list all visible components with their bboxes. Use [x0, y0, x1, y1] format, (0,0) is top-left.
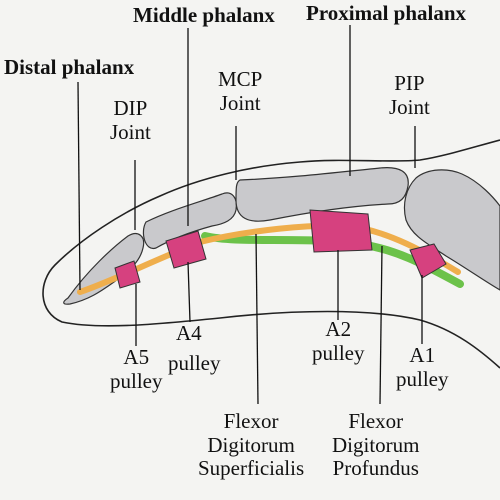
label-fds-line2: Digitorum — [207, 432, 295, 457]
label-a5-pulley: A5 pulley — [110, 345, 163, 393]
label-fdp: Flexor Digitorum Profundus — [332, 409, 420, 481]
distal-phalanx-bone — [63, 233, 145, 305]
leader-fds — [255, 233, 259, 405]
label-a1-pulley: A1 pulley — [396, 343, 449, 391]
label-fdp-line1: Flexor — [348, 409, 404, 433]
label-a1-line2: pulley — [396, 366, 449, 391]
label-a2-line1: A2 — [325, 317, 352, 341]
a2-pulley — [309, 209, 373, 253]
label-mcp-line1: MCP — [218, 67, 263, 91]
label-proximal-phalanx: Proximal phalanx — [306, 1, 467, 25]
label-dip-line1: DIP — [113, 96, 148, 120]
leader-fdp — [379, 245, 383, 405]
label-pip-joint: PIP Joint — [389, 71, 430, 119]
leader-distal-phalanx — [77, 81, 81, 291]
label-a2-pulley: A2 pulley — [312, 317, 365, 365]
label-fds: Flexor Digitorum Superficialis — [198, 409, 305, 481]
label-fds-line1: Flexor — [223, 409, 279, 433]
label-a2-line2: pulley — [312, 340, 365, 365]
label-distal-phalanx: Distal phalanx — [4, 55, 135, 79]
label-fdp-line2: Digitorum — [332, 432, 420, 457]
label-fds-line3: Superficialis — [198, 456, 305, 481]
leader-lines — [77, 25, 423, 405]
label-a4: A4 — [176, 321, 202, 345]
label-dip-joint: DIP Joint — [110, 96, 151, 144]
label-mcp-line2: Joint — [219, 90, 261, 115]
finger-outline — [42, 139, 500, 369]
a1-pulley — [409, 243, 447, 279]
a4-pulley — [165, 230, 207, 269]
label-a4-pulley-word: pulley — [168, 351, 221, 375]
label-pip-line2: Joint — [389, 94, 430, 119]
label-fdp-line3: Profundus — [332, 456, 419, 481]
label-middle-phalanx: Middle phalanx — [133, 3, 275, 27]
label-a1-line1: A1 — [409, 343, 436, 367]
leader-a4-pulley — [187, 261, 191, 323]
label-pip-line1: PIP — [394, 71, 425, 95]
middle-phalanx-bone — [142, 192, 237, 250]
label-mcp-joint: MCP Joint — [218, 67, 263, 115]
label-dip-line2: Joint — [110, 119, 151, 144]
metacarpal-bone — [403, 169, 500, 291]
label-a5-line1: A5 — [123, 345, 150, 369]
label-a5-line2: pulley — [110, 368, 163, 393]
a5-pulley — [114, 260, 141, 289]
proximal-phalanx-bone — [235, 167, 409, 222]
